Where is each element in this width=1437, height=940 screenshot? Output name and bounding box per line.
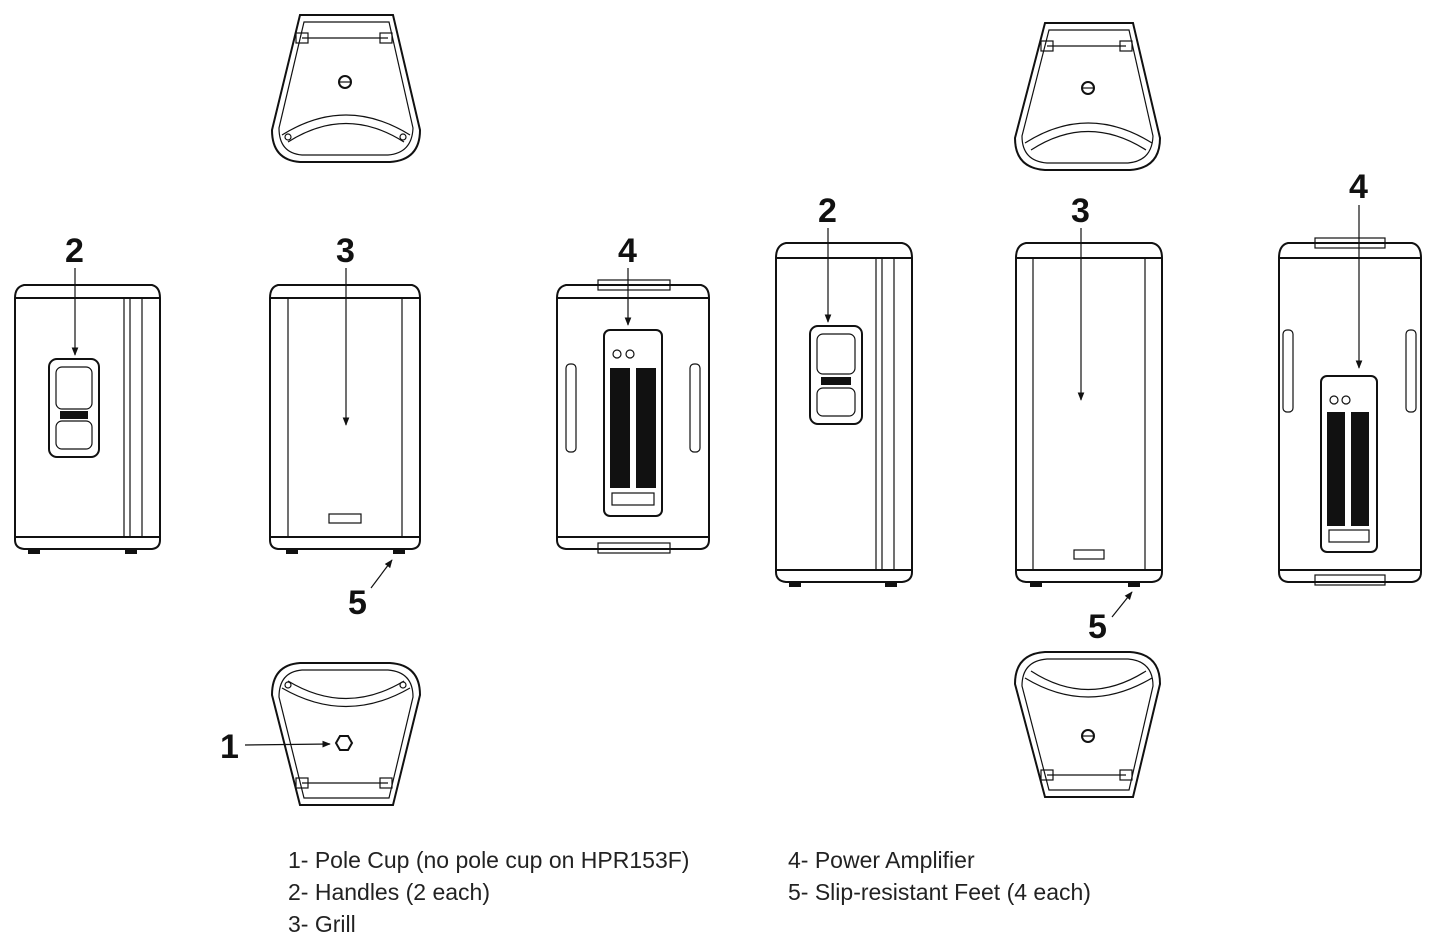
- legend-item-pole-cup: 1- Pole Cup (no pole cup on HPR153F): [288, 847, 690, 873]
- legend-item-handles: 2- Handles (2 each): [288, 879, 490, 905]
- side-view-left: [14, 284, 161, 554]
- top-view-right: [1013, 22, 1162, 171]
- callout-3-left: 3: [336, 232, 355, 270]
- front-view-left: [269, 284, 421, 554]
- rear-view-right: [1278, 237, 1422, 586]
- front-view-right: [1015, 242, 1163, 587]
- callout-5-right: 5: [1088, 608, 1107, 646]
- top-view-left: [270, 14, 422, 163]
- callout-5-left: 5: [348, 584, 367, 622]
- rear-view-left: [556, 279, 710, 554]
- callout-labels: 2 3 4 5 1 2 3 4 5: [65, 168, 1368, 766]
- callout-4-left: 4: [618, 232, 637, 270]
- bottom-view-left: [270, 662, 422, 806]
- legend-item-feet: 5- Slip-resistant Feet (4 each): [788, 879, 1091, 905]
- callout-2-left: 2: [65, 232, 84, 270]
- callout-4-right: 4: [1349, 168, 1368, 206]
- legend-item-power-amplifier: 4- Power Amplifier: [788, 847, 975, 873]
- callout-arrows: [71, 205, 1363, 748]
- legend-right: 4- Power Amplifier 5- Slip-resistant Fee…: [788, 844, 1091, 908]
- side-view-right: [775, 242, 913, 587]
- callout-3-right: 3: [1071, 192, 1090, 230]
- arrow-5-left: [370, 559, 393, 589]
- callout-2-right: 2: [818, 192, 837, 230]
- arrow-5-right: [1111, 591, 1133, 618]
- callout-1: 1: [220, 728, 239, 766]
- arrow-1: [244, 740, 331, 748]
- legend-left: 1- Pole Cup (no pole cup on HPR153F) 2- …: [288, 844, 689, 940]
- bottom-view-right: [1013, 651, 1162, 798]
- legend-item-grill: 3- Grill: [288, 911, 356, 937]
